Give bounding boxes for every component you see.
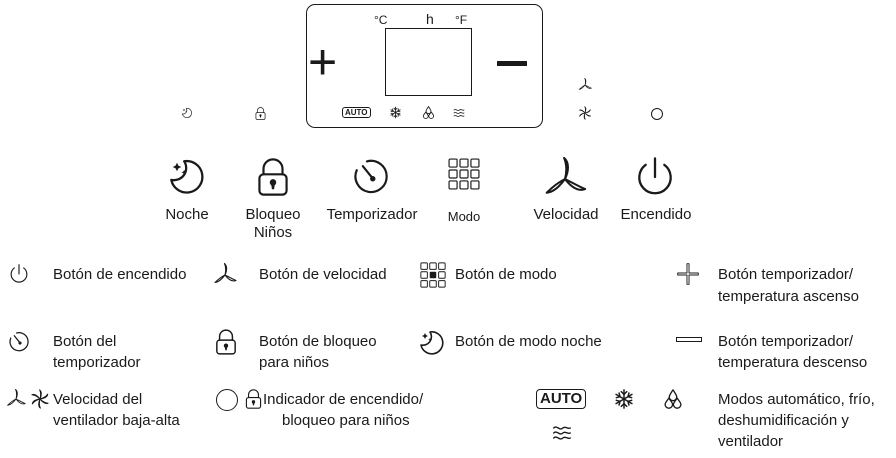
legend-indicator-text-2: bloqueo para niños: [282, 412, 410, 429]
legend-waves-icon: [552, 423, 572, 443]
legend-timer-text-1: Botón del: [53, 333, 117, 350]
legend-power-text: Botón de encendido: [53, 266, 187, 283]
legend-power-icon: [9, 264, 29, 284]
legend-lock-text-2: para niños: [259, 354, 330, 371]
fan-speed-icon[interactable]: [543, 157, 587, 201]
timer-button-label: Temporizador: [326, 206, 418, 223]
display-minus-button[interactable]: [497, 61, 527, 66]
legend-auto-text: AUTO: [540, 390, 583, 407]
digit-display-area: [385, 28, 472, 96]
display-auto-text: AUTO: [345, 108, 368, 117]
legend-lock-icon: [215, 329, 237, 355]
speed-button-label: Velocidad: [533, 206, 599, 223]
legend-temp-up-text-1: Botón temporizador/: [718, 266, 854, 283]
legend-temp-up-icon: [676, 262, 700, 286]
power-indicator-light: [651, 108, 663, 120]
fahrenheit-unit: °F: [455, 13, 468, 27]
legend-modes-text-2: deshumidificación y: [718, 412, 849, 429]
display-drops-icon: [422, 106, 435, 119]
timer-icon[interactable]: [352, 158, 390, 196]
child-lock-button-label-2: Niños: [253, 224, 293, 241]
fan-low-indicator-icon: [578, 78, 592, 92]
power-button-label: Encendido: [620, 206, 692, 223]
legend-night-icon: [418, 329, 446, 357]
legend-power-indicator-icon: [216, 389, 238, 411]
legend-timer-text-2: temporizador: [53, 354, 141, 371]
mode-grid-icon[interactable]: [448, 158, 480, 190]
legend-lock-text-1: Botón de bloqueo: [259, 333, 377, 350]
legend-temp-down-icon: [676, 337, 702, 342]
legend-temp-up-text-2: temperatura ascenso: [718, 288, 859, 305]
legend-speed-text: Botón de velocidad: [259, 266, 387, 283]
legend-night-text: Botón de modo noche: [455, 333, 602, 350]
night-indicator-icon: [181, 107, 193, 119]
display-auto-icon: AUTO: [342, 107, 371, 118]
celsius-unit: °C: [374, 13, 388, 27]
fan-high-indicator-icon: [578, 106, 592, 120]
display-snowflake-icon: [389, 106, 402, 119]
legend-drops-icon: [663, 389, 683, 409]
legend-fanspeed-text-2: ventilador baja-alta: [53, 412, 180, 429]
night-mode-icon[interactable]: [167, 157, 207, 197]
legend-fan-low-icon: [6, 389, 26, 409]
legend-speed-icon: [213, 263, 237, 287]
child-lock-button-label-1: Bloqueo: [245, 206, 301, 223]
child-lock-icon[interactable]: [256, 158, 290, 196]
lock-indicator-icon: [255, 107, 266, 120]
legend-timer-icon: [8, 331, 30, 353]
display-plus-button[interactable]: +: [308, 34, 338, 90]
legend-mode-text: Botón de modo: [455, 266, 557, 283]
legend-fanspeed-text-1: Velocidad del: [53, 391, 143, 408]
legend-fan-high-icon: [30, 389, 50, 409]
legend-snowflake-icon: [613, 388, 635, 410]
mode-button-label: Modo: [447, 209, 481, 224]
legend-mode-icon: [420, 262, 446, 288]
display-waves-icon: [453, 107, 465, 119]
control-panel-display: [306, 4, 543, 128]
legend-lock-indicator-icon: [245, 389, 262, 409]
power-icon[interactable]: [635, 157, 675, 197]
night-button-label: Noche: [165, 206, 209, 223]
legend-temp-down-text-2: temperatura descenso: [718, 354, 868, 371]
legend-auto-icon: AUTO: [536, 389, 587, 409]
hours-unit: h: [426, 11, 434, 27]
legend-indicator-text-1: Indicador de encendido/: [263, 391, 424, 408]
legend-modes-text-3: ventilador: [718, 433, 784, 450]
legend-temp-down-text-1: Botón temporizador/: [718, 333, 854, 350]
legend-modes-text-1: Modos automático, frío,: [718, 391, 875, 408]
